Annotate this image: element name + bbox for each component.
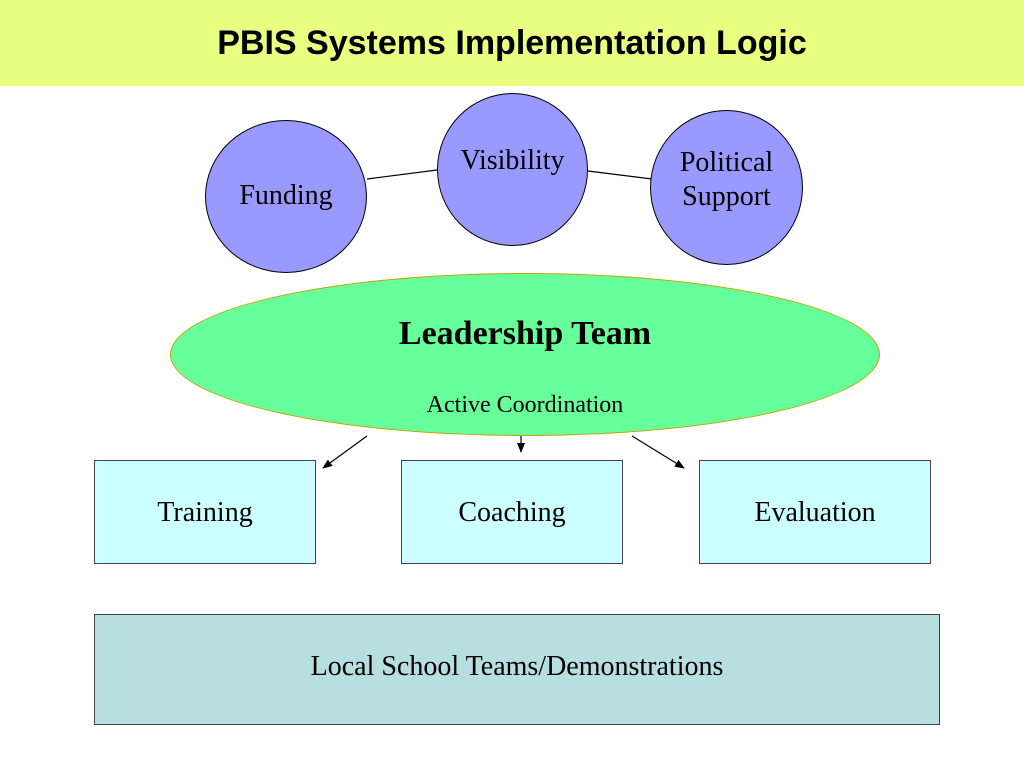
line-funding-visibility bbox=[366, 169, 438, 180]
active-coordination-label: Active Coordination bbox=[426, 392, 624, 418]
line-visibility-political bbox=[587, 170, 653, 180]
political-support-label: Political Support bbox=[679, 147, 774, 212]
evaluation-label: Evaluation bbox=[754, 497, 876, 528]
local-school-teams-label: Local School Teams/Demonstrations bbox=[310, 651, 724, 682]
page-title: PBIS Systems Implementation Logic bbox=[217, 23, 807, 62]
leadership-team-title: Leadership Team bbox=[398, 315, 652, 352]
evaluation-box: Evaluation bbox=[699, 460, 931, 564]
coaching-label: Coaching bbox=[458, 497, 566, 528]
coaching-box: Coaching bbox=[401, 460, 623, 564]
visibility-circle bbox=[437, 93, 588, 246]
local-school-teams-box: Local School Teams/Demonstrations bbox=[94, 614, 940, 725]
visibility-label: Visibility bbox=[460, 145, 565, 176]
leadership-team-ellipse bbox=[170, 273, 880, 436]
training-label: Training bbox=[157, 497, 253, 528]
title-band bbox=[0, 0, 1024, 86]
training-box: Training bbox=[94, 460, 316, 564]
political-support-circle bbox=[650, 110, 803, 265]
funding-label: Funding bbox=[239, 180, 333, 211]
arrow-to-evaluation bbox=[631, 435, 685, 469]
funding-circle bbox=[205, 120, 367, 273]
arrow-to-training bbox=[322, 435, 368, 469]
